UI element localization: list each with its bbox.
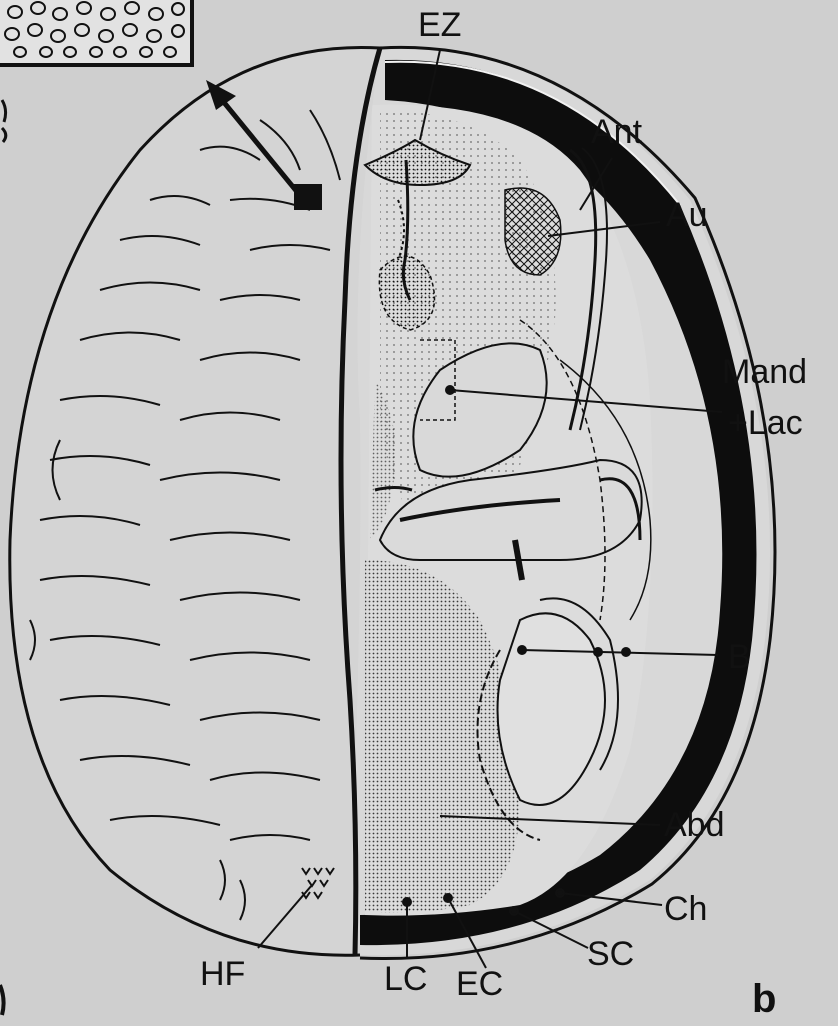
edge-fragment [0, 985, 4, 1015]
label-hf: HF [200, 955, 245, 993]
label-lac: +Lac [728, 404, 803, 442]
label-lc: LC [384, 960, 427, 998]
label-ch: Ch [664, 890, 707, 928]
edge-fragment [2, 100, 6, 142]
label-mand: Mand [722, 353, 807, 391]
label-ec: EC [456, 965, 503, 1003]
label-au: Au [666, 196, 708, 234]
label-b: B [728, 638, 751, 676]
label-ant: Ant [591, 113, 643, 151]
panel-letter: b [752, 977, 776, 1021]
label-abd: Abd [664, 806, 725, 844]
label-sc: SC [587, 935, 634, 973]
texture-inset [0, 0, 192, 65]
label-ez: EZ [418, 6, 461, 44]
